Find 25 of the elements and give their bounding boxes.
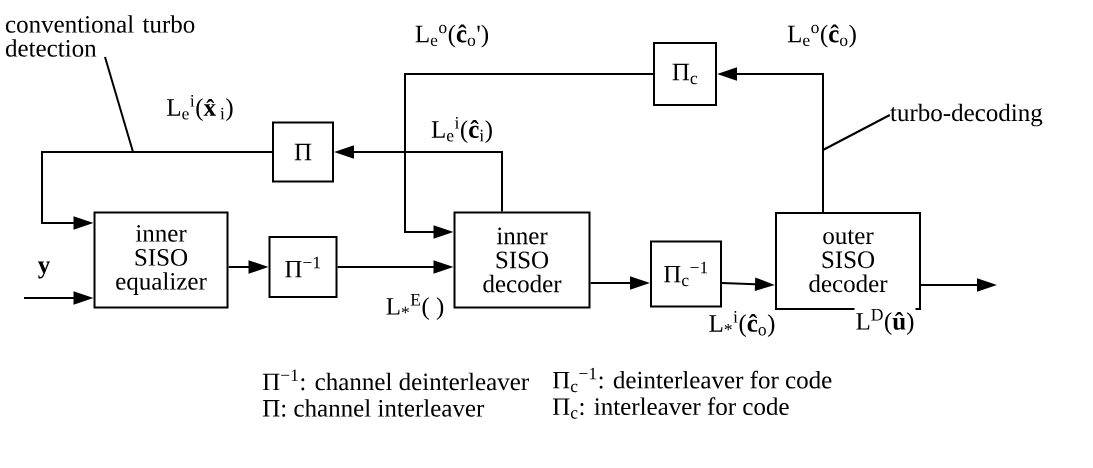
arrow [404,73,654,239]
legend-text: Π$_{c}$: interleaver for code [552,397,789,419]
process-box: inner SISO equalizer [93,211,229,309]
process-box: outer SISO decoder [775,212,921,310]
process-box: Π$_{c}$ [653,42,717,106]
legend-text: Π$^{−1}$: channel deinterleaver [262,369,529,391]
process-box: inner SISO decoder [453,211,591,309]
edge-label: L$^{D}$(û) [854,308,916,336]
leader-line [104,56,134,153]
legend-text: Π$_{c}$$^{−1}$: deinterleaver for code [552,367,832,393]
edge-label: L$_{e}$$^{o}$(ĉ$_{o}$') [413,23,491,49]
edge-label: L$_{*}$$^{E}$( ) [384,293,446,321]
leader-line [822,114,891,151]
edge-label: L$_{*}$$^{i}$(ĉ$_{o}$) [707,310,777,338]
arrow [41,151,273,230]
annotation-text: turbo-decoding [890,103,1043,127]
edge-label: L$_{e}$$^{i}$(x̂$_{i}$) [165,94,235,122]
legend-text: Π: channel interleaver [262,399,485,417]
annotation-text: conventional turbo detection [5,15,195,57]
process-box: Π$^{−1}$ [268,236,338,298]
edge-label: L$_{e}$$^{i}$(ĉ$_{i}$) [430,116,494,144]
edge-label: L$_{e}$$^{o}$(ĉ$_{o}$) [786,23,858,49]
process-box: Π [272,121,334,183]
process-box: Π$_{c}$−1 [650,240,722,308]
edge-label: y [36,260,52,280]
